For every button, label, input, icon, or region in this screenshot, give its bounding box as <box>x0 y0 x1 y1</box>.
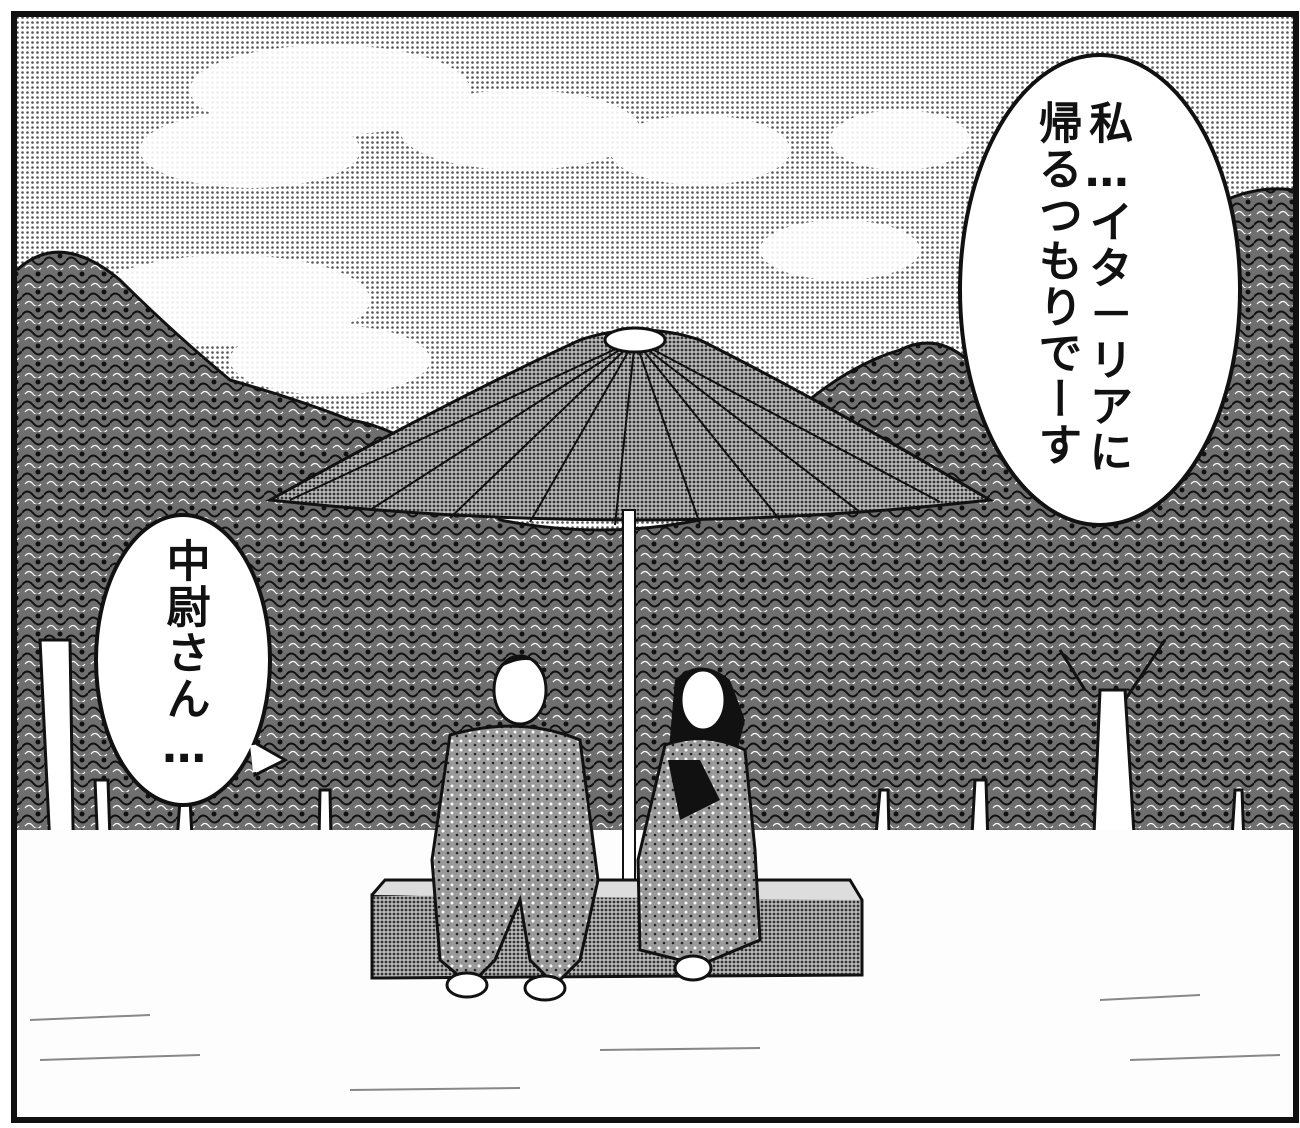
speech-line: 私…イタ－リアに <box>1081 100 1133 475</box>
speech-bubble-right <box>958 53 1242 527</box>
umbrella-icon <box>265 326 995 961</box>
clouds <box>90 45 970 395</box>
speech-bubble-left <box>94 513 289 807</box>
ground-hatching <box>29 994 1281 1091</box>
man-figure <box>430 654 600 1002</box>
woman-figure <box>636 667 762 982</box>
speech-text-left: 中尉さん… <box>158 538 210 778</box>
speech-line: 帰るつもりでーす <box>1030 100 1082 468</box>
speech-line: 中尉さん… <box>158 538 210 775</box>
speech-text-right: 私…イタ－リアに 帰るつもりでーす <box>1030 100 1133 500</box>
